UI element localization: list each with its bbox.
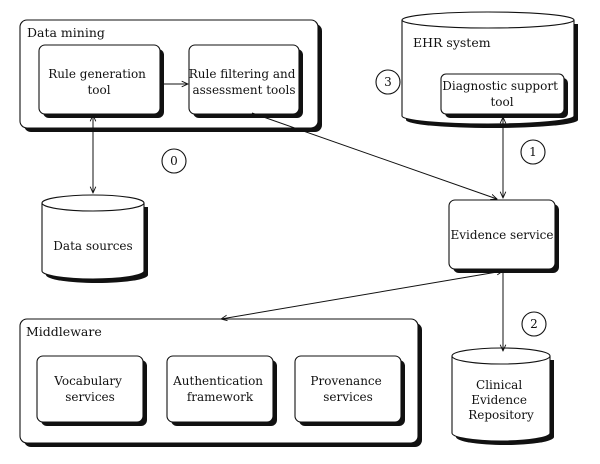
vocabulary-services-label: Vocabulary services <box>53 374 125 404</box>
step-0-badge: 0 <box>161 148 187 174</box>
diagnostic-support-tool-label: Diagnostic support tool <box>442 79 561 109</box>
data-sources-store: Data sources <box>41 194 148 283</box>
vocabulary-services: Vocabulary services <box>36 355 147 426</box>
provenance-services: Provenance services <box>294 355 405 426</box>
rule-filtering-tools-label: Rule filtering and assessment tools <box>189 67 299 97</box>
svg-text:1: 1 <box>529 145 537 159</box>
ehr-system-title: EHR system <box>413 35 491 50</box>
evidence-service-label: Evidence service <box>451 228 554 242</box>
middleware-title: Middleware <box>26 324 102 339</box>
rule-filtering-tools: Rule filtering and assessment tools <box>188 44 303 118</box>
authentication-framework-label: Authentication framework <box>172 374 267 404</box>
authentication-framework: Authentication framework <box>166 355 277 426</box>
svg-text:2: 2 <box>530 317 538 331</box>
svg-text:3: 3 <box>384 75 392 89</box>
arrow-rule-filtering-to-evidence-service <box>251 112 497 199</box>
clinical-evidence-repository-label: Clinical Evidence Repository <box>468 378 534 422</box>
rule-generation-tool-label: Rule generation tool <box>48 67 149 97</box>
data-sources-label: Data sources <box>53 239 132 253</box>
data-mining-title: Data mining <box>27 25 105 40</box>
svg-text:0: 0 <box>170 154 178 168</box>
step-1-badge: 1 <box>520 139 546 165</box>
arrow-evidence-service-middleware <box>221 271 503 319</box>
step-2-badge: 2 <box>521 311 547 337</box>
diagnostic-support-tool: Diagnostic support tool <box>440 73 568 118</box>
evidence-service: Evidence service <box>448 199 559 273</box>
rule-generation-tool: Rule generation tool <box>38 44 164 118</box>
step-3-badge: 3 <box>375 69 401 95</box>
clinical-evidence-repository: Clinical Evidence Repository <box>451 347 554 445</box>
provenance-services-label: Provenance services <box>310 374 385 404</box>
